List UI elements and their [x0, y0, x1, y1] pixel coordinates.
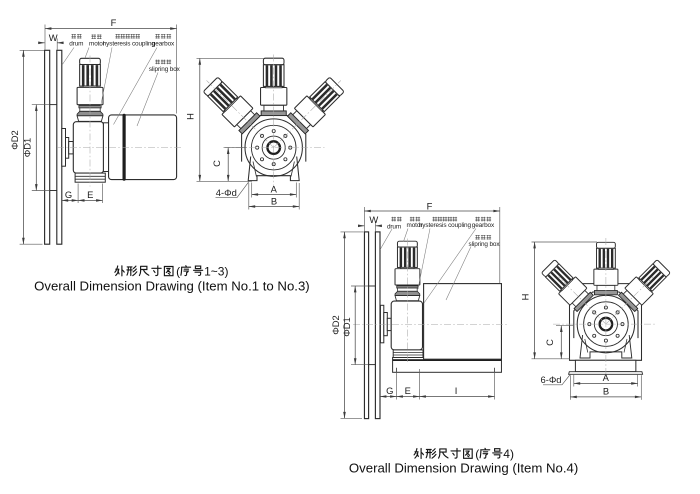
- svg-text:A: A: [603, 372, 610, 383]
- svg-text:6-Φd: 6-Φd: [540, 374, 561, 385]
- svg-text:1~3): 1~3): [204, 265, 228, 279]
- svg-text:C: C: [544, 339, 555, 346]
- svg-text:hysteresis coupling: hysteresis coupling: [419, 222, 472, 229]
- svg-text:G: G: [65, 189, 72, 200]
- svg-text:E: E: [405, 385, 411, 396]
- svg-text:B: B: [603, 386, 609, 397]
- svg-text:4-Φd: 4-Φd: [216, 187, 237, 198]
- svg-text:slipring box: slipring box: [149, 66, 181, 73]
- svg-text:I: I: [455, 385, 458, 396]
- svg-text:E: E: [87, 189, 93, 200]
- svg-text:A: A: [271, 183, 278, 194]
- svg-text:F: F: [111, 17, 117, 28]
- svg-text:F: F: [427, 201, 433, 212]
- svg-text:Overall Dimension Drawing (Ite: Overall Dimension Drawing (Item No.4): [349, 460, 578, 475]
- svg-text:ΦD2: ΦD2: [9, 130, 20, 149]
- svg-text:gearbox: gearbox: [152, 41, 175, 48]
- svg-text:W: W: [369, 214, 378, 225]
- svg-text:gearbox: gearbox: [472, 222, 495, 229]
- svg-text:motor: motor: [89, 41, 106, 48]
- svg-text:H: H: [185, 113, 196, 120]
- svg-text:drum: drum: [69, 41, 83, 48]
- svg-text:slipring box: slipring box: [469, 241, 501, 248]
- svg-text:motor: motor: [407, 222, 424, 229]
- svg-text:G: G: [386, 385, 393, 396]
- svg-text:hysteresis coupling: hysteresis coupling: [103, 41, 156, 48]
- svg-text:ΦD2: ΦD2: [330, 315, 341, 334]
- svg-text:Overall Dimension Drawing (Ite: Overall Dimension Drawing (Item No.1 to …: [34, 278, 310, 293]
- svg-text:B: B: [271, 195, 277, 206]
- svg-text:drum: drum: [387, 223, 401, 230]
- svg-text:(: (: [176, 265, 180, 279]
- svg-text:(: (: [475, 447, 479, 461]
- svg-text:W: W: [49, 32, 58, 43]
- svg-text:ΦD1: ΦD1: [22, 138, 33, 157]
- svg-text:H: H: [520, 294, 531, 301]
- svg-text:C: C: [211, 160, 222, 167]
- svg-text:ΦD1: ΦD1: [341, 317, 352, 336]
- svg-text:4): 4): [503, 447, 514, 461]
